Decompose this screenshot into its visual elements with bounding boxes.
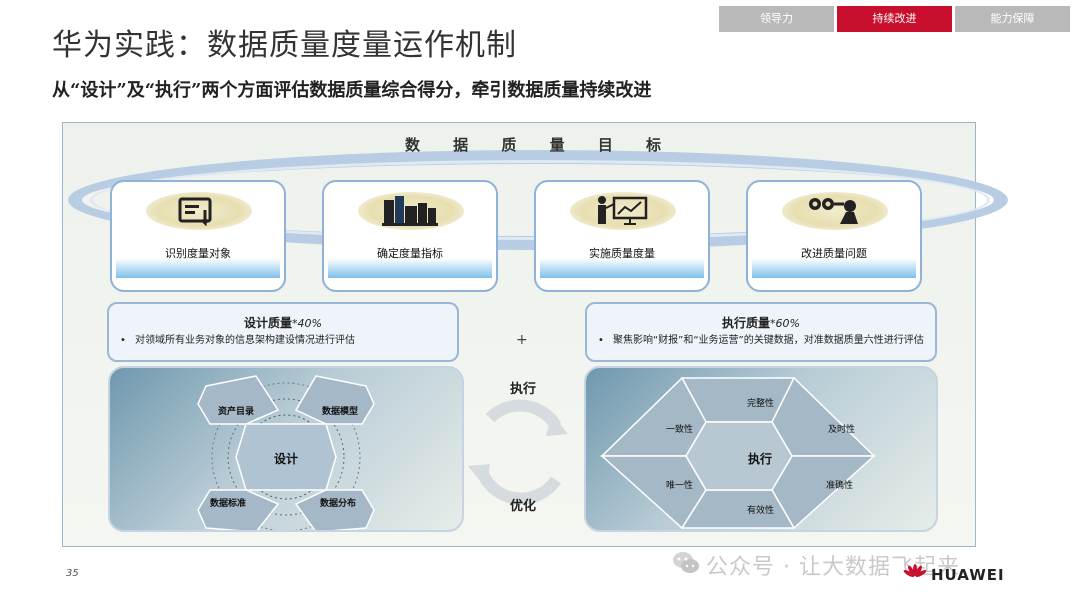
page-title: 华为实践：数据质量度量运作机制 <box>52 20 517 64</box>
step-label: 确定度量指标 <box>324 246 496 262</box>
design-center: 设计 <box>274 450 298 467</box>
top-nav: 领导力 持续改进 能力保障 <box>719 6 1070 32</box>
design-quality-bullet: 对领域所有业务对象的信息架构建设情况进行评估 <box>109 333 457 348</box>
design-quality-box: 设计质量*40% 对领域所有业务对象的信息架构建设情况进行评估 <box>107 302 459 362</box>
plus-sign: + <box>516 332 528 348</box>
design-item-data-standard: 数据标准 <box>210 496 246 509</box>
exec-item-validity: 有效性 <box>747 503 774 516</box>
huawei-logo-icon <box>903 563 927 587</box>
step-define-metrics: 确定度量指标 <box>322 180 498 292</box>
execution-quality-box: 执行质量*60% 聚焦影响“财报”和“业务运营”的关键数据，对准数据质量六性进行… <box>585 302 937 362</box>
design-item-asset-catalog: 资产目录 <box>218 404 254 417</box>
design-panel: 资产目录 数据模型 数据标准 数据分布 设计 <box>108 366 464 532</box>
execution-quality-bullet: 聚焦影响“财报”和“业务运营”的关键数据，对准数据质量六性进行评估 <box>587 333 935 348</box>
step-label: 识别度量对象 <box>112 246 284 262</box>
page-number: 35 <box>66 568 79 579</box>
step-label: 实施质量度量 <box>536 246 708 262</box>
tab-leadership[interactable]: 领导力 <box>719 6 834 32</box>
wechat-icon <box>671 549 701 577</box>
exec-item-uniqueness: 唯一性 <box>666 478 693 491</box>
cycle-label-execute: 执行 <box>510 378 536 397</box>
tab-continuous-improvement[interactable]: 持续改进 <box>837 6 952 32</box>
buildings-icon <box>382 194 438 226</box>
exec-item-completeness: 完整性 <box>747 396 774 409</box>
step-perform-measurement: 实施质量度量 <box>534 180 710 292</box>
brand-name: HUAWEI <box>931 566 1005 584</box>
execution-panel: 完整性 一致性 及时性 唯一性 准确性 有效性 执行 <box>584 366 938 532</box>
design-item-data-distribution: 数据分布 <box>320 496 356 509</box>
step-label: 改进质量问题 <box>748 246 920 262</box>
page-subtitle: 从“设计”及“执行”两个方面评估数据质量综合得分，牵引数据质量持续改进 <box>52 76 651 102</box>
tablet-arrow-icon <box>175 196 225 226</box>
step-identify-objects: 识别度量对象 <box>110 180 286 292</box>
design-item-data-model: 数据模型 <box>322 404 358 417</box>
exec-item-timeliness: 及时性 <box>828 422 855 435</box>
tab-capability-assurance[interactable]: 能力保障 <box>955 6 1070 32</box>
exec-item-consistency: 一致性 <box>666 422 693 435</box>
cycle-arrows-icon <box>458 396 578 506</box>
presenter-chart-icon <box>594 194 650 226</box>
design-quality-heading: 设计质量*40% <box>109 314 457 331</box>
exec-item-accuracy: 准确性 <box>826 478 853 491</box>
step-improve-issues: 改进质量问题 <box>746 180 922 292</box>
binoculars-icon <box>806 194 862 226</box>
execution-quality-heading: 执行质量*60% <box>587 314 935 331</box>
cycle-label-optimize: 优化 <box>510 495 536 514</box>
execution-center: 执行 <box>748 450 772 467</box>
goal-heading: 数 据 质 量 目 标 <box>0 134 1080 155</box>
